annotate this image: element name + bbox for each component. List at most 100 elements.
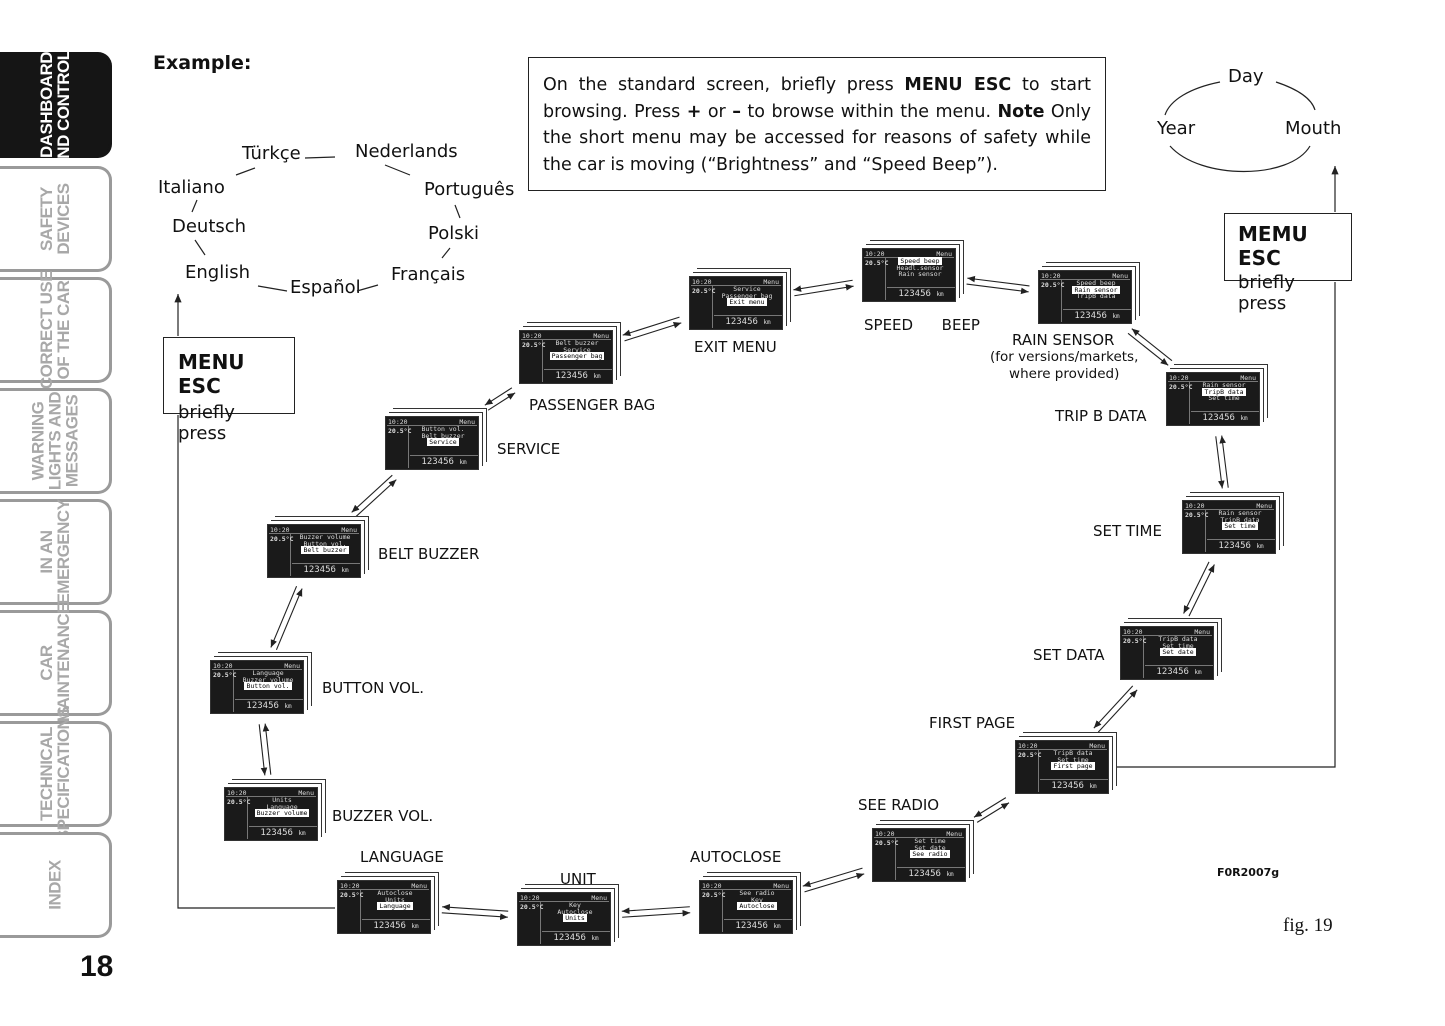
chapter-tab[interactable]: CAR MAINTENANCE (0, 603, 112, 723)
info-note: Note (997, 101, 1045, 122)
menu-line: Service (563, 345, 591, 354)
screen-title: UNIT (560, 870, 596, 888)
menu-indicator: Menu (1112, 272, 1128, 280)
menu-line: Service (733, 285, 761, 293)
screen-title: SERVICE (497, 440, 561, 458)
odometer-unit: km (411, 923, 419, 930)
odometer: 123456 (898, 289, 931, 299)
button-title: MENU ESC (178, 350, 245, 398)
chapter-tab[interactable]: TECHNICAL SPECIFICATIONS (0, 707, 112, 841)
temperature: 20.5°C (520, 903, 544, 911)
clock: 10:20 (1041, 272, 1061, 280)
clock: 10:20 (1123, 628, 1143, 636)
screen-title: BELT BUZZER (378, 545, 480, 563)
date-cycle-year: Year (1157, 118, 1196, 139)
odometer: 123456 (735, 921, 768, 931)
info-text: to browse within the menu. (740, 101, 998, 122)
menu-indicator: Menu (936, 250, 952, 258)
menu-indicator: Menu (298, 789, 314, 797)
temperature: 20.5°C (522, 341, 546, 349)
odometer: 123456 (373, 921, 406, 931)
temperature: 20.5°C (1041, 281, 1065, 289)
clock: 10:20 (213, 662, 233, 670)
language-item: Italiano (158, 177, 225, 198)
odometer-unit: km (1194, 669, 1202, 676)
menu-line: Speed beep (898, 257, 942, 265)
chapter-tab[interactable]: DASHBOARD AND CONTROLS (0, 40, 112, 170)
menu-line: Belt buzzer (555, 339, 599, 347)
button-subtitle: briefly press (178, 402, 235, 444)
chapter-tab[interactable]: CORRECT USE OF THE CAR (0, 271, 112, 389)
temperature: 20.5°C (875, 839, 899, 847)
temperature: 20.5°C (1185, 511, 1209, 519)
navigation-arrow (794, 284, 854, 297)
odometer: 123456 (421, 457, 454, 467)
clock: 10:20 (227, 789, 247, 797)
screen-title: EXIT MENU (694, 338, 777, 356)
menu-line: Key (751, 895, 763, 904)
language-item: Español (290, 277, 361, 298)
menu-esc-button-left[interactable]: MENU ESC briefly press (163, 337, 295, 444)
navigation-arrow (487, 392, 516, 411)
odometer: 123456 (246, 701, 279, 711)
navigation-arrow (351, 474, 393, 513)
chapter-tab[interactable]: IN AN EMERGENCY (0, 499, 112, 605)
clock: 10:20 (340, 882, 360, 890)
odometer-unit: km (593, 373, 601, 380)
left-connector (177, 415, 335, 909)
language-item: Français (391, 264, 466, 285)
clock: 10:20 (1018, 742, 1038, 750)
menu-line: Belt buzzer (421, 431, 465, 440)
screen-note: (for versions/markets, where provided) (990, 349, 1139, 382)
right-connector (1108, 282, 1336, 768)
chapter-tab[interactable]: WARNING LIGHTS AND MESSAGES (0, 388, 112, 494)
menu-line: Passenger bag (721, 291, 773, 300)
clock: 10:20 (520, 894, 540, 902)
clock: 10:20 (522, 332, 542, 340)
chapter-tab[interactable]: INDEX (0, 832, 112, 938)
navigation-arrow (804, 872, 865, 893)
menu-line: Set time (1057, 755, 1089, 764)
screen-label: SERVICE (497, 440, 560, 458)
menu-line: Headl.sensor (896, 263, 944, 272)
odometer: 123456 (1074, 311, 1107, 321)
info-text: Only the short menu may be accessed for … (543, 101, 1091, 175)
clock: 10:20 (875, 830, 895, 838)
screen-title: TRIP B DATA (1055, 407, 1147, 425)
menu-line: Set date (1160, 648, 1196, 656)
example-label: Example: (153, 52, 252, 74)
odometer-unit: km (298, 830, 306, 837)
odometer-unit: km (1112, 313, 1120, 320)
clock: 10:20 (388, 418, 408, 426)
chapter-tab[interactable]: SAFETY DEVICES (0, 166, 112, 272)
odometer: 123456 (1218, 541, 1251, 551)
screen-label: EXIT MENU (694, 338, 777, 356)
figure-label: fig. 19 (1283, 915, 1333, 936)
temperature: 20.5°C (213, 671, 237, 679)
navigation-arrow (270, 586, 298, 648)
odometer: 123456 (1202, 413, 1235, 423)
screen-label: BELT BUZZER (378, 545, 479, 563)
menu-esc-button-right[interactable]: MEMU ESC briefly press (1224, 213, 1352, 314)
screen-label: SPEED BEEP (864, 316, 980, 334)
language-item: Türkçe (242, 143, 301, 164)
menu-line: Button vol. (244, 682, 292, 690)
odometer-unit: km (1089, 783, 1097, 790)
info-key: + (686, 101, 702, 122)
odometer-unit: km (773, 923, 781, 930)
menu-indicator: Menu (593, 332, 609, 340)
odometer: 123456 (260, 828, 293, 838)
menu-line: Exit menu (727, 298, 767, 306)
navigation-arrow (442, 904, 509, 912)
navigation-arrow (275, 588, 303, 650)
info-text: to start browsing. Press (543, 75, 1091, 122)
temperature: 20.5°C (865, 259, 889, 267)
language-item: Português (424, 179, 515, 200)
screen-label: SEE RADIO (858, 796, 939, 814)
